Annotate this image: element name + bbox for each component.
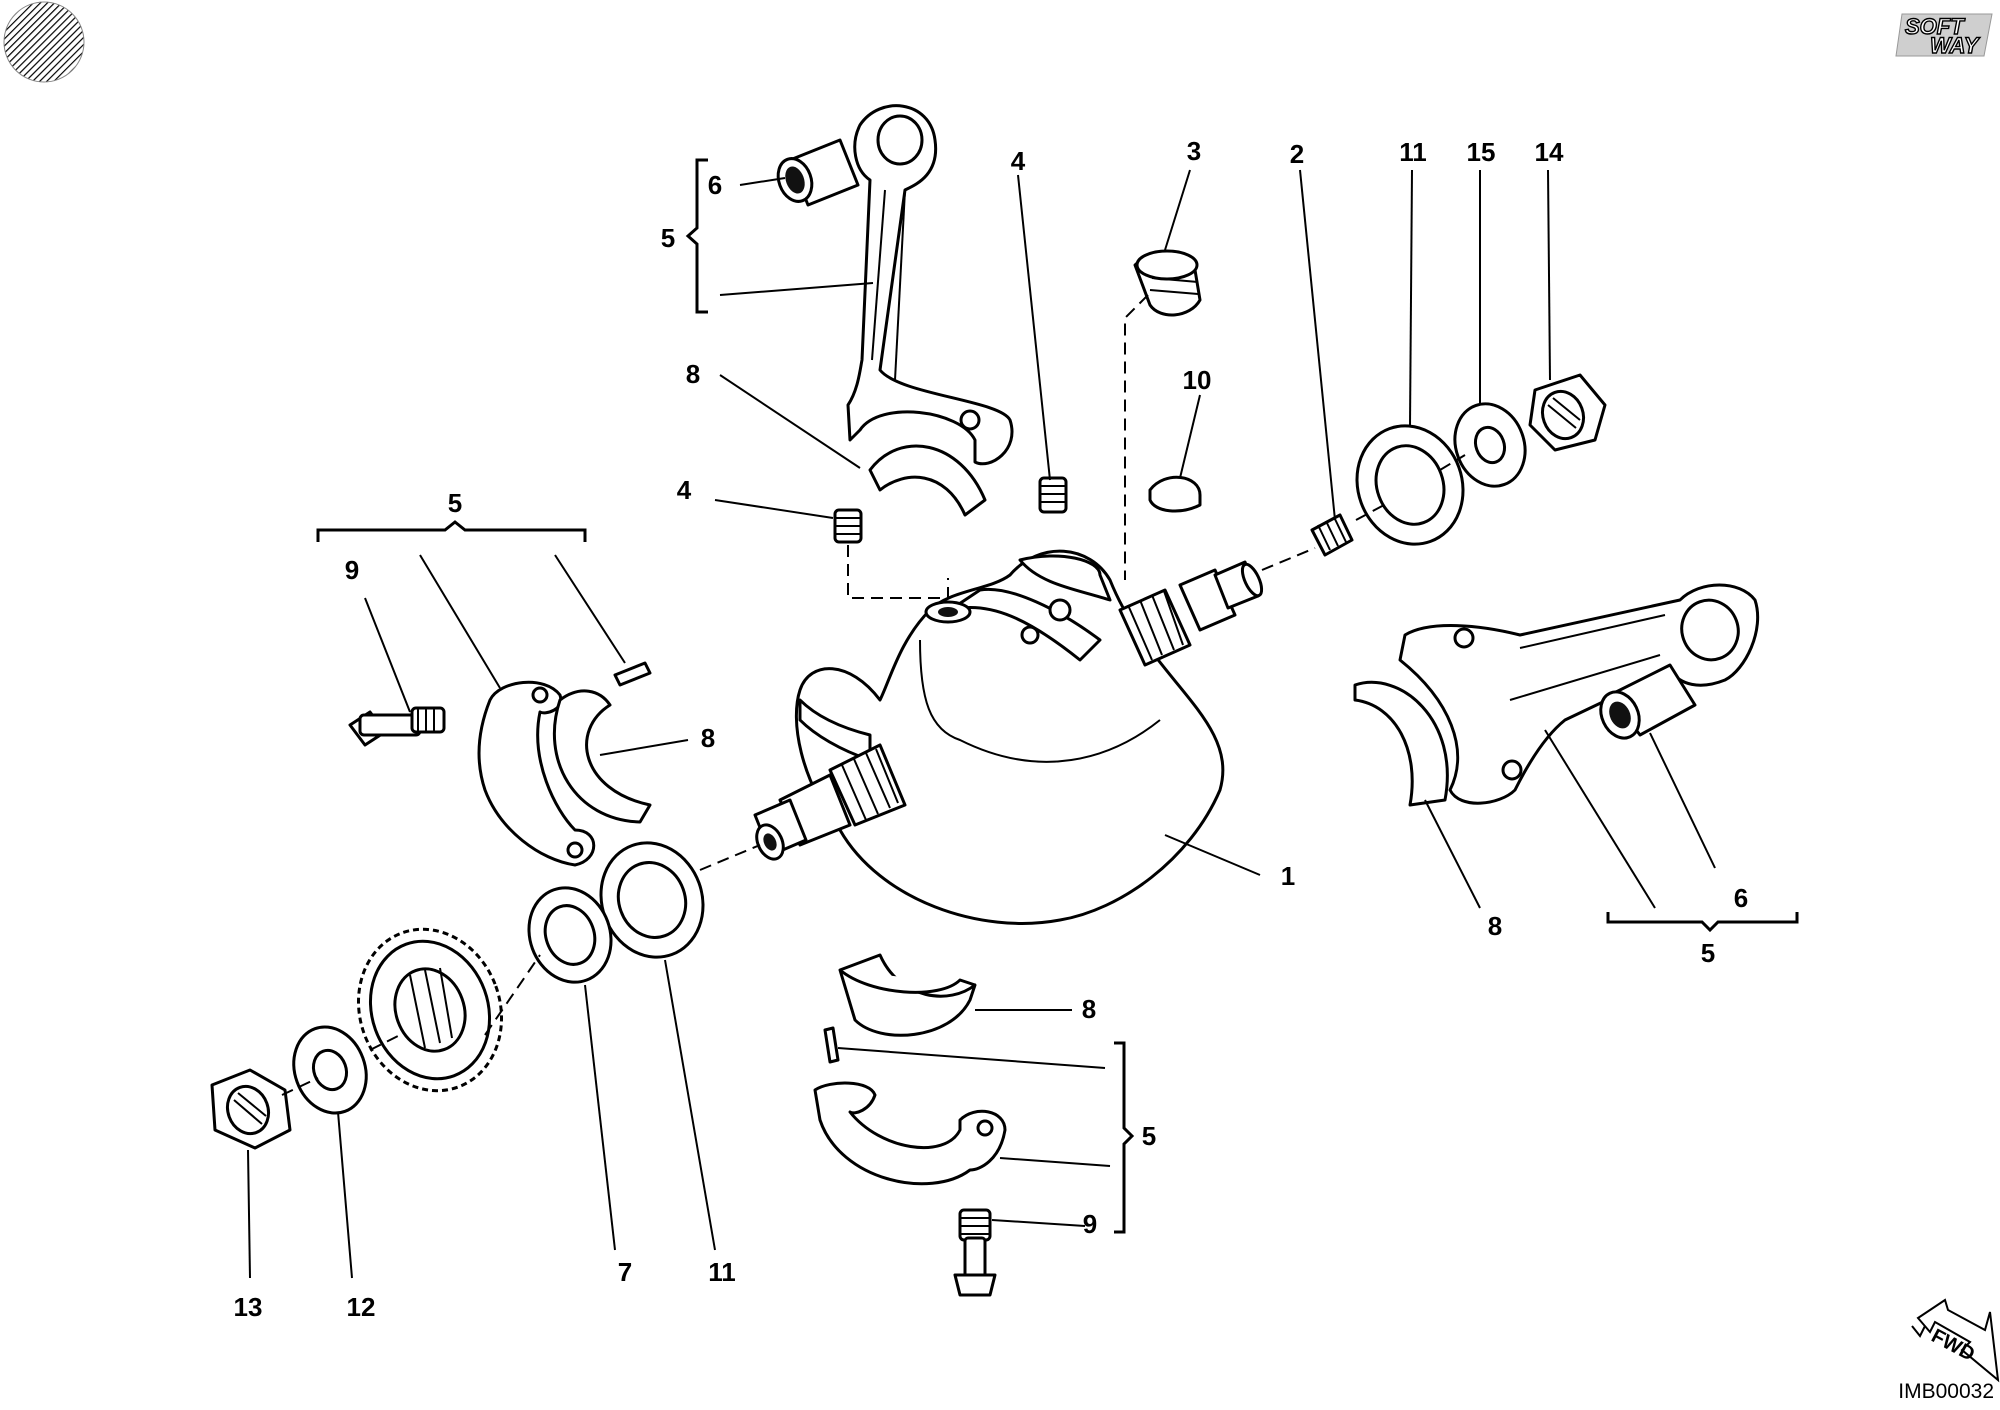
callout-8-left: 8: [701, 723, 715, 753]
callout-5-right: 5: [1701, 938, 1715, 968]
callout-6-top: 6: [708, 170, 722, 200]
bushing-right: [1599, 663, 1697, 740]
callout-11-bottom: 11: [708, 1257, 736, 1287]
lock-washer: [1453, 402, 1527, 488]
callout-8-bottom: 8: [1082, 994, 1096, 1024]
woodruff-key: [1148, 475, 1202, 513]
set-screw-mid: [833, 508, 863, 544]
logo-line1: SOFT: [1905, 14, 1965, 39]
dowel-pin-left: [613, 661, 652, 687]
bearing-shell-bottom: [838, 953, 977, 1037]
striped-circle-icon: [3, 1, 85, 83]
dowel-pin-bottom: [823, 1026, 840, 1064]
callout-13: 13: [234, 1292, 263, 1322]
leader-lines: [247, 169, 1716, 1279]
callout-3: 3: [1187, 136, 1201, 166]
thrust-washer-top: [1355, 424, 1465, 546]
callouts: 6 5 4 3 2 11 15 14 8 10 4 5 9 8 1 6 8 5 …: [234, 136, 1749, 1322]
callout-6-right: 6: [1734, 883, 1748, 913]
hex-nut: [210, 1068, 292, 1150]
callout-11-top: 11: [1399, 137, 1427, 167]
brace-top: [685, 158, 708, 314]
fwd-arrow-icon: FWD: [1911, 1298, 2000, 1383]
brace-bottom: [1114, 1041, 1135, 1234]
callout-4-top: 4: [1011, 146, 1026, 176]
crankshaft: [753, 549, 1264, 925]
bushing-top: [776, 138, 860, 207]
rod-cap-bottom: [813, 1081, 1007, 1186]
flange-nut: [1528, 373, 1607, 452]
callout-1: 1: [1281, 861, 1295, 891]
connecting-rod-top: [846, 104, 1014, 466]
logo-line2: WAY: [1930, 33, 1981, 58]
cap-bolt-left: [348, 706, 446, 747]
callout-5-bottom: 5: [1142, 1121, 1156, 1151]
callout-9-left: 9: [345, 555, 359, 585]
callout-10: 10: [1183, 365, 1212, 395]
rod-cap-left: [477, 680, 596, 867]
washer-12: [292, 1025, 368, 1115]
cap-bolt-bottom: [953, 1208, 997, 1297]
drawing-code: IMB00032: [1898, 1380, 1994, 1403]
callout-14: 14: [1535, 137, 1564, 167]
brace-right: [1606, 912, 1799, 933]
spacer-ring: [527, 886, 613, 984]
callout-7: 7: [618, 1257, 632, 1287]
connecting-rod-right: [1398, 583, 1760, 805]
alignment-lines: [281, 294, 1466, 1096]
callout-8-right: 8: [1488, 911, 1502, 941]
callout-5-left: 5: [448, 488, 462, 518]
callout-4-mid: 4: [677, 475, 692, 505]
set-screw-top: [1038, 476, 1068, 514]
callout-5-top: 5: [661, 223, 675, 253]
callout-12: 12: [347, 1292, 376, 1322]
softway-logo: SOFT WAY: [1895, 13, 1993, 59]
plug-cap: [1133, 249, 1202, 317]
thrust-washer-bottom: [599, 841, 705, 959]
timing-gear: [356, 927, 504, 1093]
callout-15: 15: [1467, 137, 1496, 167]
bearing-shell-right: [1353, 680, 1449, 807]
grub-screw: [1310, 513, 1354, 557]
bearing-shell-top: [868, 444, 987, 517]
bearing-shell-left: [552, 689, 652, 824]
callout-8-top: 8: [686, 359, 700, 389]
callout-9-bottom: 9: [1083, 1209, 1097, 1239]
brace-left: [316, 520, 587, 542]
callout-2: 2: [1290, 139, 1304, 169]
